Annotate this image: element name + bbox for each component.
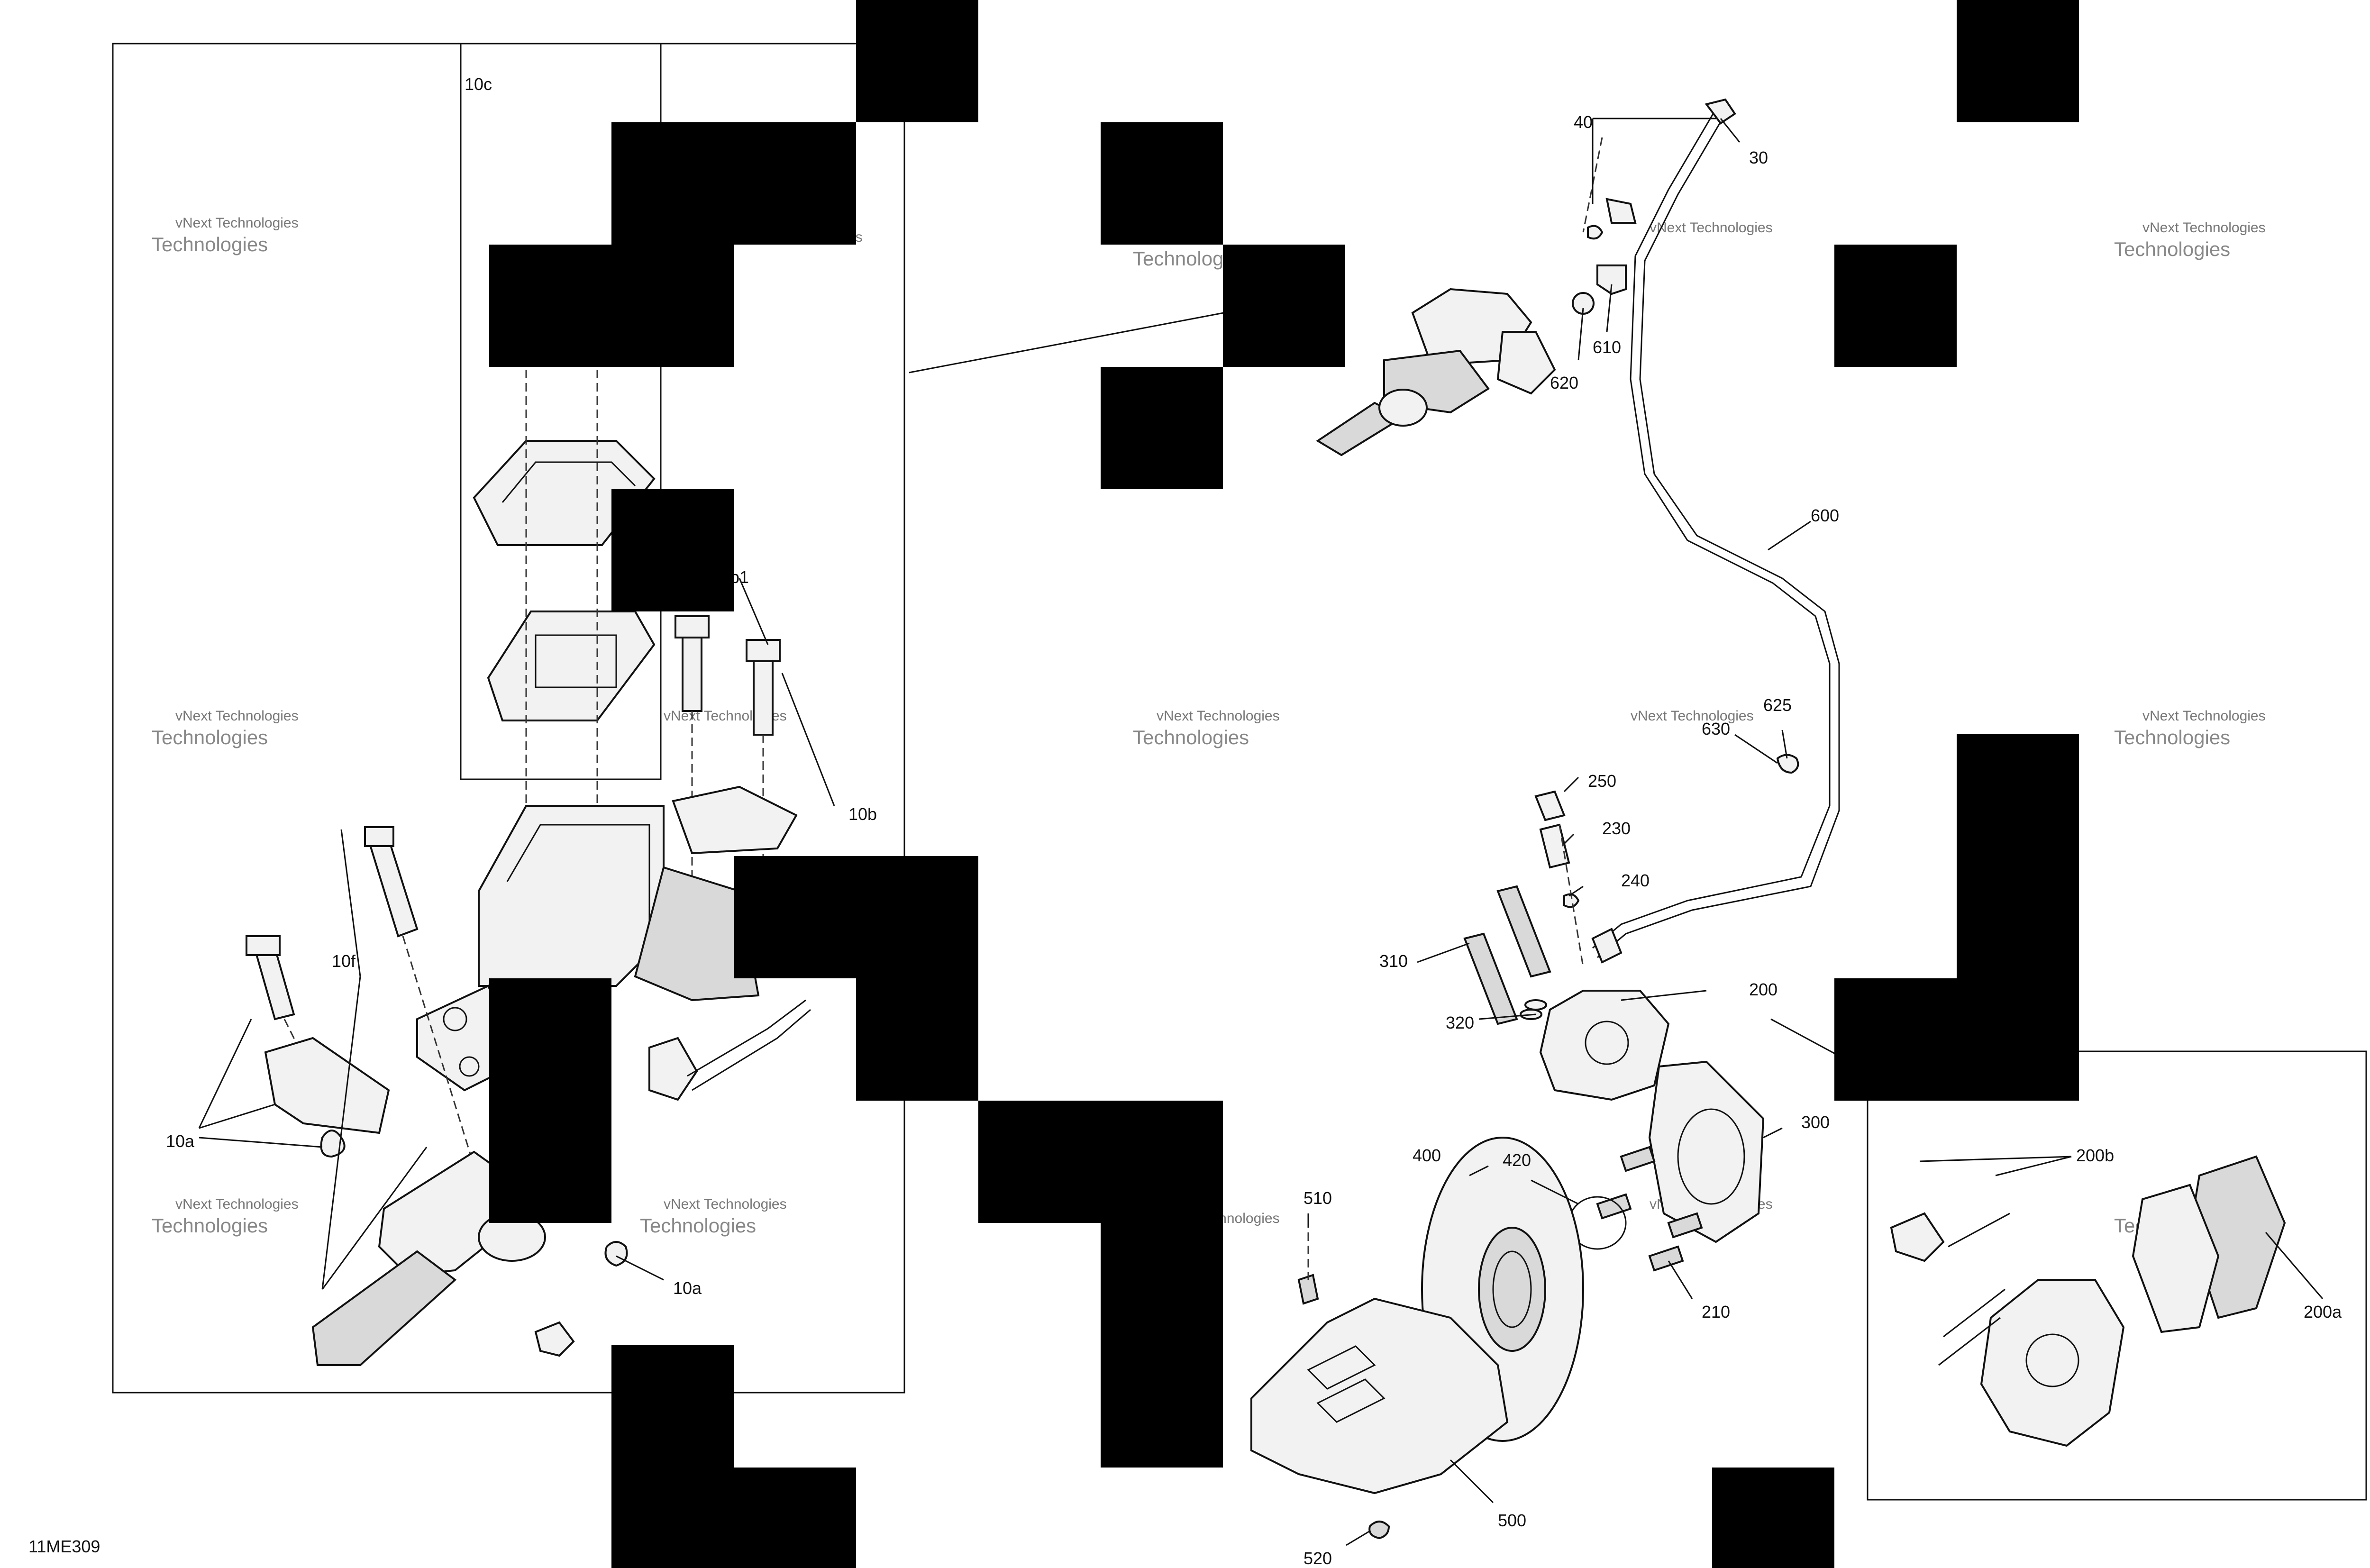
hose-fittings-drawing — [1534, 137, 1799, 967]
callout-630: 630 — [1702, 719, 1730, 738]
callout-40: 40 — [1574, 112, 1593, 132]
callout-320: 320 — [1446, 1013, 1474, 1032]
svg-text:vNext Technologies: vNext Technologies — [1157, 708, 1280, 724]
callout-600: 600 — [1811, 506, 1839, 525]
callout-10b: 10b — [848, 804, 877, 824]
callout-200: 200 — [1749, 980, 1778, 999]
callout-230: 230 — [1602, 819, 1631, 838]
callout-520: 520 — [1304, 1549, 1332, 1568]
callout-420: 420 — [1503, 1150, 1531, 1170]
callout-10a-top: 10a — [166, 1131, 195, 1151]
svg-text:vNext Technologies: vNext Technologies — [175, 215, 299, 231]
callout-200b: 200b — [2076, 1146, 2114, 1165]
handlebar-master-cylinder-drawing — [1316, 288, 1556, 456]
callout-30: 30 — [1749, 148, 1768, 167]
callout-300: 300 — [1801, 1112, 1830, 1132]
callout-510: 510 — [1304, 1188, 1332, 1208]
leader-lines-left — [198, 578, 835, 1290]
callout-210: 210 — [1702, 1302, 1730, 1322]
svg-text:vNext Technologies: vNext Technologies — [2142, 708, 2266, 724]
callout-10c: 10c — [465, 74, 492, 94]
svg-text:Technologies: Technologies — [152, 233, 268, 255]
callout-400: 400 — [1413, 1146, 1441, 1165]
svg-text:vNext Technologies: vNext Technologies — [175, 708, 299, 724]
svg-text:Technologies: Technologies — [152, 726, 268, 748]
callout-10a-bottom: 10a — [673, 1278, 702, 1298]
svg-text:Technologies: Technologies — [1133, 726, 1249, 748]
svg-text:vNext Technologies: vNext Technologies — [175, 1196, 299, 1212]
svg-text:vNext Technologies: vNext Technologies — [1631, 708, 1754, 724]
brake-hose-drawing — [1591, 98, 1840, 964]
callout-10f: 10f — [332, 951, 356, 971]
svg-text:vNext Technologies: vNext Technologies — [664, 1196, 787, 1212]
callout-250: 250 — [1588, 771, 1616, 791]
caliper-detail-frame — [1867, 1050, 2367, 1501]
svg-text:vNext Technologies: vNext Technologies — [1650, 220, 1773, 236]
callout-310: 310 — [1379, 951, 1408, 971]
watermark: vNext Technologies Technologies vNext Te… — [152, 215, 2266, 1237]
callout-500: 500 — [1498, 1511, 1526, 1530]
brake-light-switch-drawing — [648, 999, 811, 1101]
callout-610: 610 — [1593, 337, 1621, 357]
svg-text:Technologies: Technologies — [2114, 238, 2230, 260]
detail-link-line — [909, 311, 1229, 374]
reservoir-cap-detail-frame — [460, 43, 662, 780]
leader-lines-right — [1307, 118, 2324, 1546]
figure-code: 11ME309 — [28, 1537, 100, 1556]
callout-200a: 200a — [2304, 1302, 2342, 1322]
svg-text:Technologies: Technologies — [152, 1214, 268, 1237]
reservoir-bolts-drawing — [675, 615, 781, 948]
callout-240: 240 — [1621, 871, 1650, 890]
callout-620: 620 — [1550, 373, 1578, 392]
reservoir-cap-drawing — [473, 370, 656, 939]
svg-text:Technologies: Technologies — [640, 1214, 756, 1237]
disc-guard-drawing — [1250, 1232, 1509, 1540]
callout-625: 625 — [1763, 695, 1792, 715]
caliper-exploded-detail-drawing — [1890, 1155, 2286, 1447]
svg-text:Technologies: Technologies — [2114, 726, 2230, 748]
svg-text:vNext Technologies: vNext Technologies — [2142, 220, 2266, 236]
caliper-bracket-drawing — [1648, 1060, 1765, 1243]
redaction-blocks — [489, 0, 2079, 1568]
lever-pivot-bolts-drawing — [246, 826, 475, 1167]
